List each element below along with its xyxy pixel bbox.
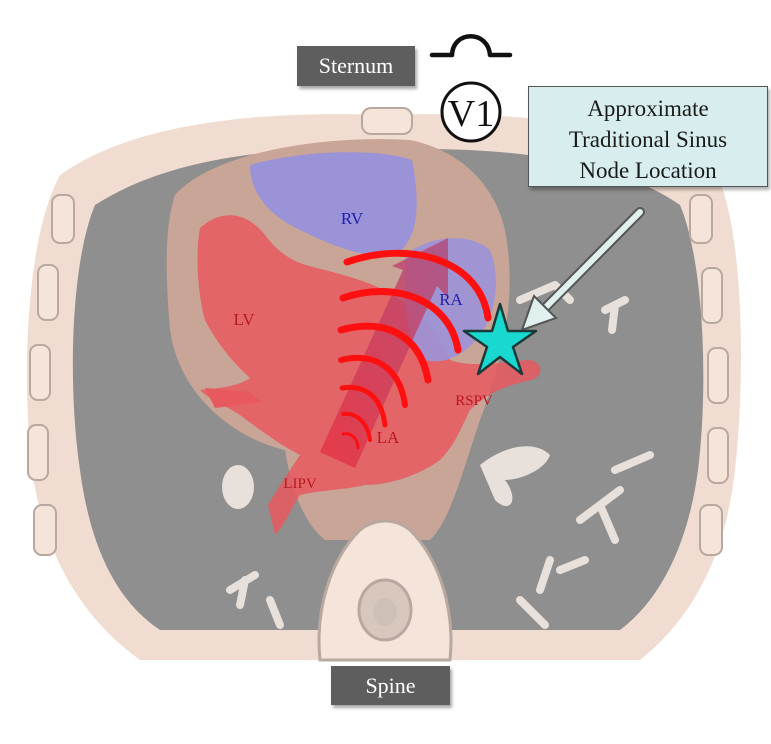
- sternum-bone: [361, 107, 413, 135]
- sternum-label: Sternum: [297, 46, 415, 86]
- spinal-cord: [373, 598, 397, 626]
- lv-label: LV: [233, 310, 255, 329]
- ecg-p-wave-icon: [429, 34, 513, 58]
- left-lower-vessel: [222, 465, 254, 509]
- wavefront-arcs: [337, 249, 492, 450]
- v1-lead-circle: [440, 81, 502, 143]
- ra-label: RA: [439, 290, 463, 309]
- v1-lead-label: V1: [448, 93, 494, 135]
- arrow-icon: [520, 207, 645, 332]
- callout-line-1: Approximate: [587, 96, 709, 121]
- spine-label: Spine: [331, 666, 450, 705]
- right-ventricle: [250, 152, 417, 256]
- callout-line-3: Node Location: [579, 158, 717, 183]
- la-label: LA: [377, 428, 400, 447]
- rspv-label: RSPV: [455, 393, 493, 409]
- lung-vessels: [226, 281, 654, 629]
- lipv-label: LIPV: [283, 476, 317, 492]
- callout-line-2: Traditional Sinus: [568, 127, 728, 152]
- left-atrial-appendage: [205, 388, 262, 408]
- ribs-right: [689, 194, 729, 556]
- descending-vessel: [480, 446, 550, 507]
- ribs-left: [27, 194, 75, 556]
- rv-label: RV: [341, 209, 364, 228]
- star-icon: [462, 302, 538, 376]
- sinus-node-callout: Approximate Traditional Sinus Node Locat…: [528, 86, 768, 187]
